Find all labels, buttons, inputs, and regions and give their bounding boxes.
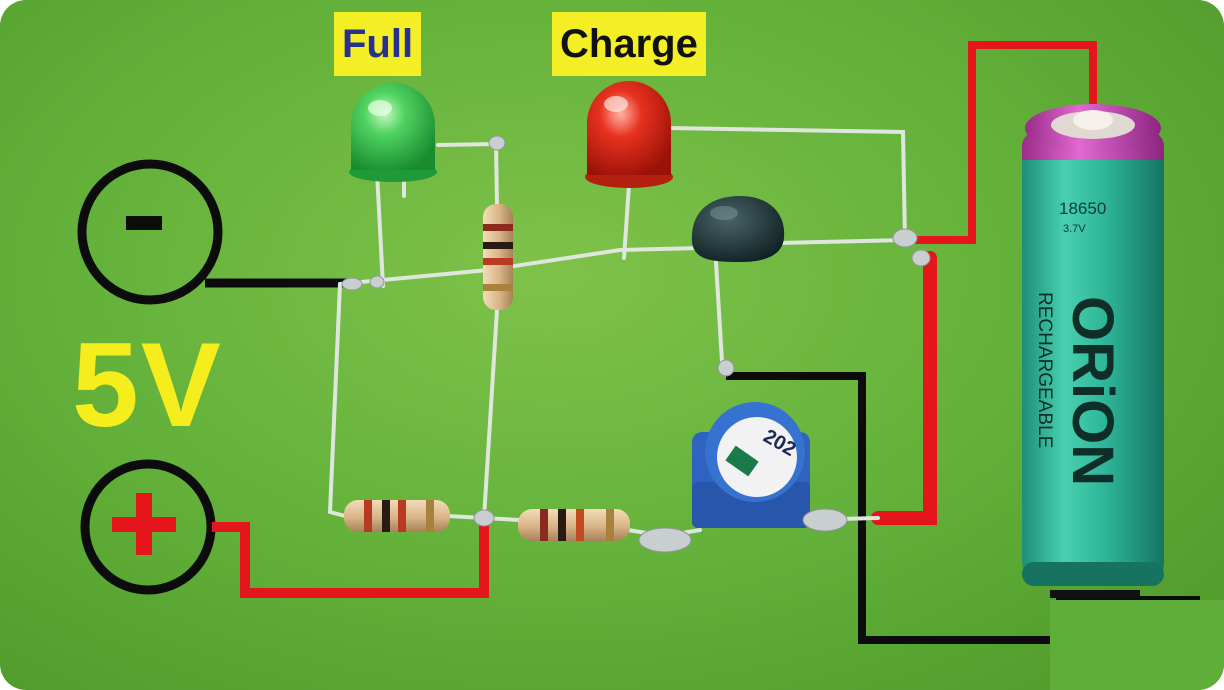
pot-positive-wire — [871, 251, 937, 525]
corner-patch — [1050, 600, 1224, 690]
battery-18650: 18650 3.7V ORiON RECHARGEABLE — [1022, 104, 1164, 598]
bottom-middle-resistor — [518, 509, 630, 541]
minus-terminal-icon — [77, 159, 223, 305]
full-led — [349, 83, 437, 182]
positive-input-wire — [212, 518, 489, 598]
voltage-label: 5V — [72, 318, 223, 452]
battery-model-text: 18650 — [1059, 199, 1106, 218]
transistor — [691, 196, 785, 262]
charge-led — [585, 81, 673, 188]
battery-brand-text: ORiON — [1060, 296, 1125, 486]
bottom-left-resistor — [344, 500, 450, 532]
battery-type-text: RECHARGEABLE — [1034, 292, 1055, 448]
battery-rating-text: 3.7V — [1063, 223, 1086, 235]
potentiometer: 202 — [692, 402, 810, 528]
vertical-resistor — [483, 204, 513, 310]
charge-label: Charge — [552, 12, 706, 76]
full-label: Full — [334, 12, 422, 76]
battery-positive-wire — [912, 41, 1097, 244]
plus-terminal-icon — [80, 459, 216, 595]
